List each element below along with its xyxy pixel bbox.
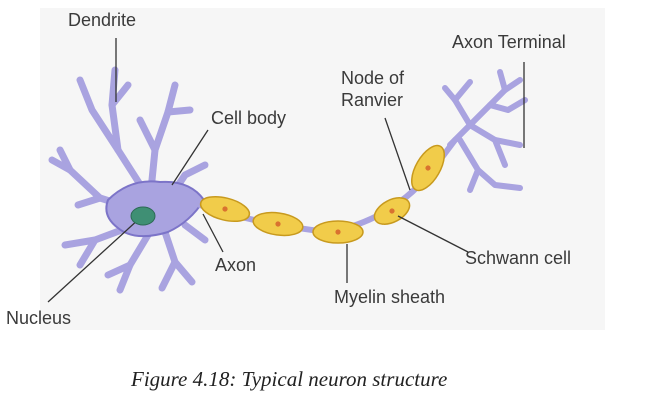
- myelin-nucleus-dot: [222, 206, 228, 212]
- label-myelin-sheath: Myelin sheath: [334, 287, 446, 307]
- nucleus: [130, 206, 156, 226]
- label-node-of-ranvier-line1: Node of: [341, 68, 405, 88]
- leader-node-of-ranvier: [384, 117, 411, 191]
- label-schwann-cell: Schwann cell: [465, 248, 572, 268]
- axon-terminal-branches: [442, 69, 528, 193]
- label-dendrite: Dendrite: [68, 10, 137, 30]
- cell-body-and-dendrites: [48, 66, 209, 294]
- label-leader-lines: [47, 38, 525, 303]
- myelin-nucleus-dot: [335, 229, 341, 235]
- label-nucleus: Nucleus: [6, 308, 72, 328]
- leader-nucleus: [47, 217, 141, 303]
- label-cell-body: Cell body: [211, 108, 287, 128]
- myelin-nucleus-dot: [275, 221, 281, 227]
- leader-axon: [202, 213, 224, 253]
- leader-cell-body: [171, 129, 209, 186]
- leader-schwann-cell: [397, 215, 469, 253]
- label-axon-terminal: Axon Terminal: [452, 32, 566, 52]
- label-node-of-ranvier-line2: Ranvier: [341, 90, 404, 110]
- myelin-nucleus-dot: [389, 208, 395, 214]
- myelin-nucleus-dot: [425, 165, 431, 171]
- label-axon: Axon: [215, 255, 257, 275]
- figure-caption: Figure 4.18: Typical neuron structure: [131, 367, 448, 391]
- soma: [105, 180, 205, 238]
